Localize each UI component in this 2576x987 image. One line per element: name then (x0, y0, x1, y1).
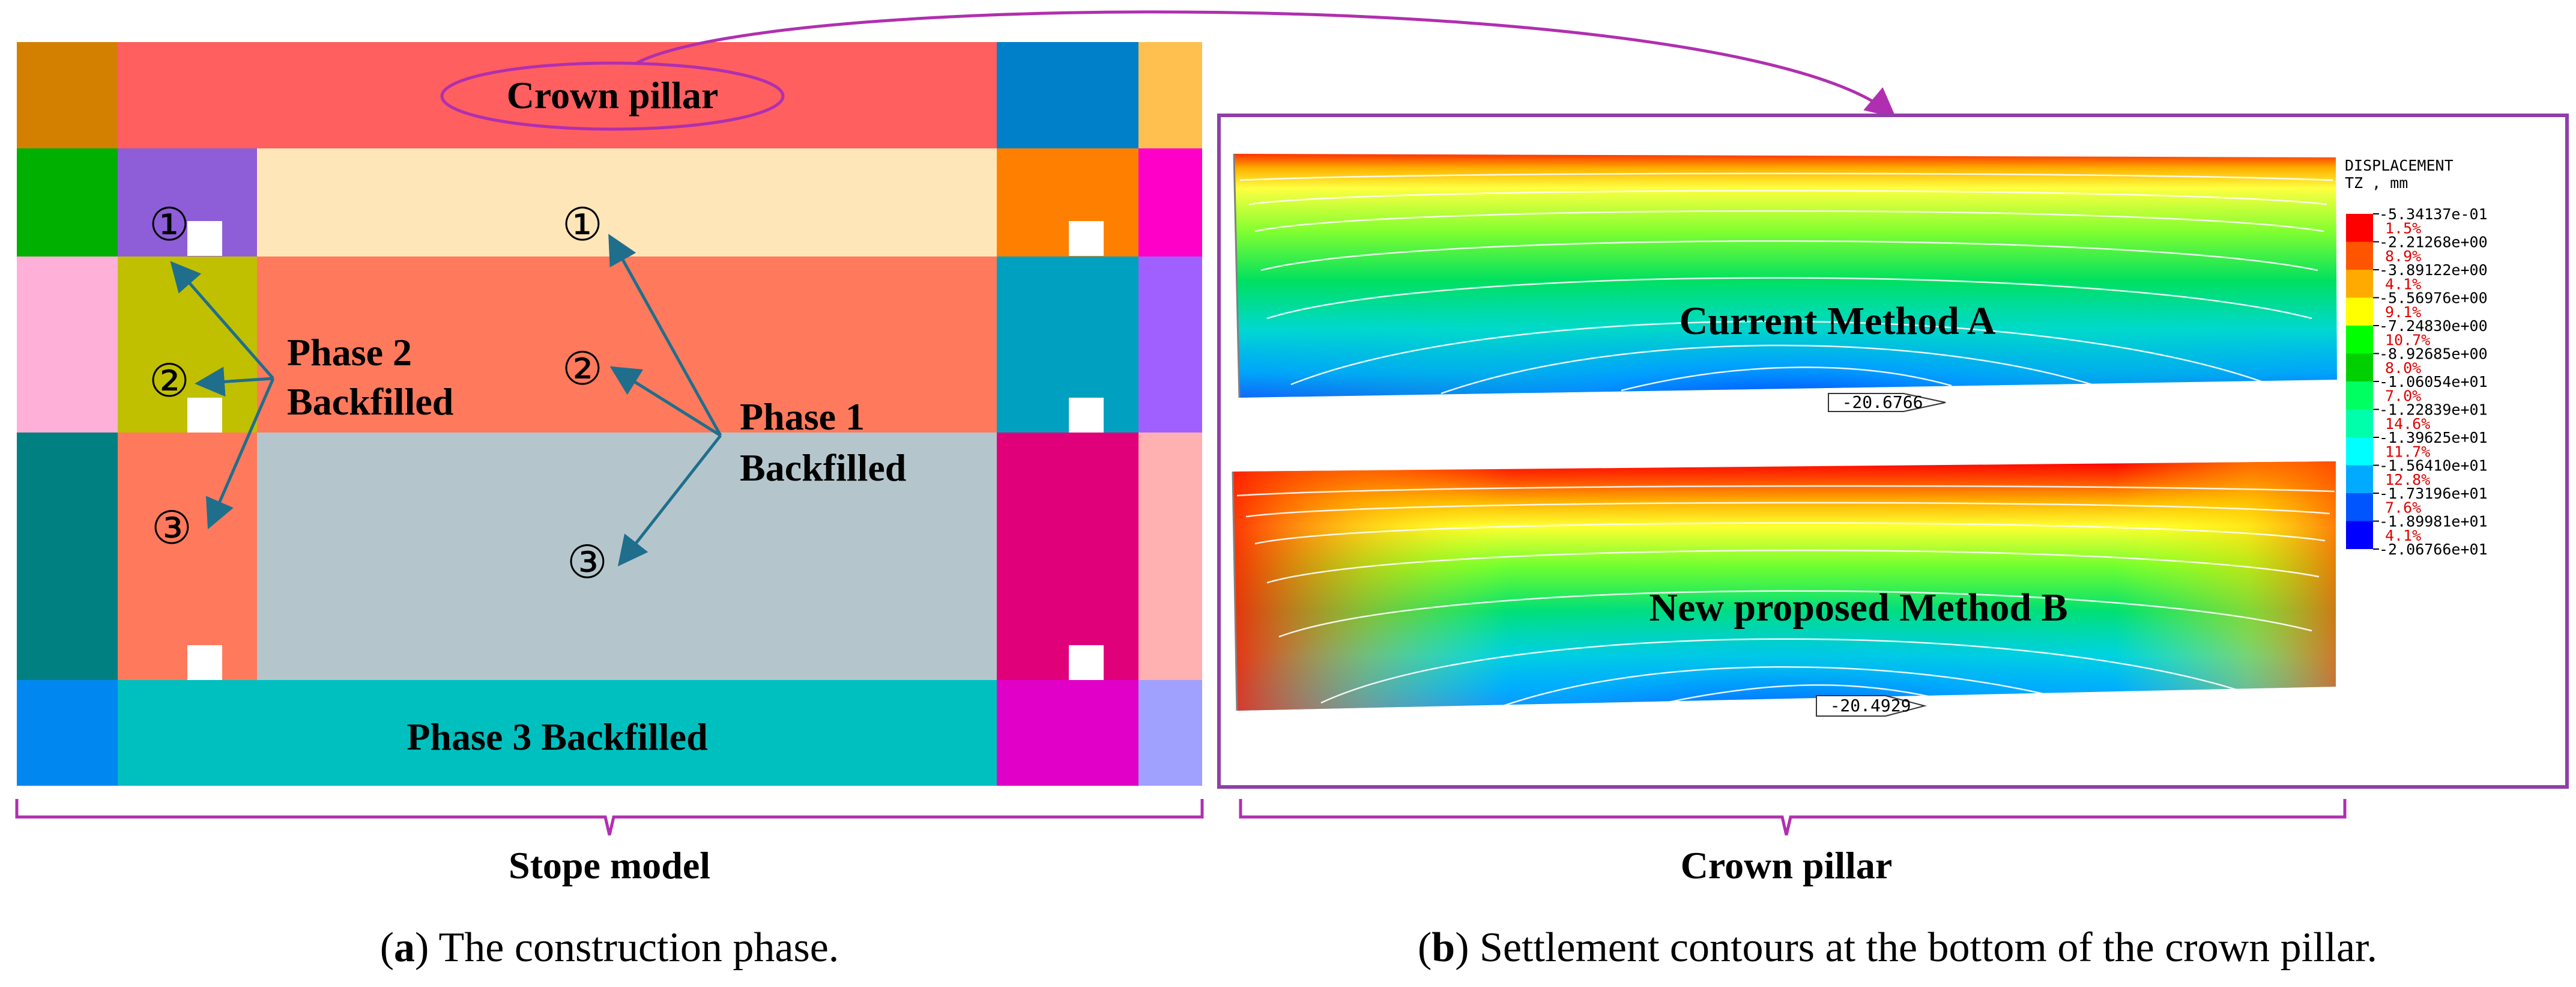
phase1-upper-block (257, 148, 997, 257)
crown-pillar-label: Crown pillar (507, 74, 719, 117)
marker-center-1: ① (562, 198, 603, 251)
legend-swatch (2346, 270, 2373, 298)
legend-value: -7.24830e+00 (2379, 317, 2488, 335)
marker-left-3: ③ (151, 501, 192, 554)
phase2-label-line1: Phase 2 (287, 331, 412, 374)
crown-pillar-bracket-label: Crown pillar (1681, 844, 1893, 887)
access-square (1069, 221, 1104, 256)
legend-value: -5.34137e-01 (2379, 205, 2488, 223)
legend-percent: 7.6% (2385, 499, 2421, 516)
stope-block (17, 42, 118, 148)
stope-block (118, 433, 257, 680)
legend-swatch (2346, 409, 2373, 437)
phase1-label-line1: Phase 1 (740, 395, 865, 438)
legend-swatch (2346, 326, 2373, 354)
marker-center-2: ② (562, 342, 603, 395)
caption-b: (b) Settlement contours at the bottom of… (1418, 925, 2377, 971)
legend-value: -1.22839e+01 (2379, 401, 2488, 419)
stope-block (1138, 680, 1202, 786)
stope-block (1138, 257, 1202, 433)
legend-value: -2.06766e+01 (2379, 541, 2488, 558)
legend-value: -1.56410e+01 (2379, 457, 2488, 475)
legend-percent: 4.1% (2385, 275, 2421, 293)
stope-model-bracket (15, 799, 1204, 836)
stope-block (1138, 148, 1202, 257)
legend-percent: 4.1% (2385, 527, 2421, 544)
access-square (1069, 645, 1104, 680)
stope-model-label: Stope model (509, 844, 710, 887)
legend-swatch (2346, 493, 2373, 521)
crown-pillar-bracket (1239, 799, 2347, 836)
stope-block (997, 42, 1138, 148)
crown-pillar-block (118, 42, 997, 148)
crown-pillar-ellipse (440, 61, 785, 131)
method-a-contour: -20.6766 (1233, 153, 2337, 412)
stope-block (997, 148, 1138, 257)
legend-value: -1.73196e+01 (2379, 485, 2488, 502)
caption-a: (a) The construction phase. (380, 925, 839, 971)
phase3-label: Phase 3 Backfilled (407, 715, 707, 758)
legend-swatch (2346, 521, 2373, 549)
legend-value: -1.89981e+01 (2379, 513, 2488, 530)
legend-swatch (2346, 381, 2373, 410)
stope-block (17, 148, 118, 257)
legend-title-line1: DISPLACEMENT (2345, 157, 2454, 174)
legend-percent: 11.7% (2385, 443, 2430, 460)
stope-block (17, 257, 118, 433)
stope-block (17, 680, 118, 786)
access-square (187, 221, 222, 256)
access-square (187, 645, 222, 680)
stope-block (997, 257, 1138, 433)
access-square (187, 398, 222, 433)
legend-percent: 9.1% (2385, 303, 2421, 321)
legend-percent: 12.8% (2385, 471, 2430, 488)
legend-value: -1.06054e+01 (2379, 373, 2488, 390)
phase1-middle-block (257, 257, 997, 433)
legend-percent: 8.0% (2385, 359, 2421, 377)
phase1-arrows (608, 234, 722, 566)
legend-values: -5.34137e-01 -2.21268e+00 -3.89122e+00 -5.5… (2373, 205, 2488, 558)
marker-left-1: ① (149, 198, 190, 251)
legend-percents: 1.5% 8.9% 4.1% 9.1% 10.7% 8.0% 7.0% 14.6% 11.7% 1… (2385, 219, 2430, 544)
legend-percent: 7.0% (2385, 387, 2421, 404)
legend-percent: 8.9% (2385, 248, 2421, 265)
method-a-min-label: -20.6766 (1842, 392, 1923, 412)
legend-value: -2.21268e+00 (2379, 234, 2488, 251)
legend-title-line2: TZ , mm (2345, 174, 2408, 192)
link-arrow (635, 10, 1896, 118)
legend-percent: 10.7% (2385, 331, 2430, 348)
legend-swatch (2346, 241, 2373, 270)
legend-swatch (2346, 437, 2373, 466)
legend-swatch (2346, 214, 2373, 242)
phase3-block (118, 680, 997, 786)
stope-model (17, 42, 1202, 786)
legend-value: -8.92685e+00 (2379, 345, 2488, 363)
phase2-label-line2: Backfilled (287, 380, 453, 423)
phase1-label-line2: Backfilled (740, 446, 906, 489)
stope-block (1138, 433, 1202, 680)
method-b-contour: -20.4929 (1232, 461, 2336, 717)
stope-block (997, 680, 1138, 786)
phase2-arrows (170, 261, 275, 530)
legend-swatches (2346, 214, 2373, 549)
marker-center-3: ③ (567, 535, 608, 589)
legend-value: -3.89122e+00 (2379, 261, 2488, 279)
legend-percent: 14.6% (2385, 415, 2430, 433)
legend-percent: 1.5% (2385, 219, 2421, 237)
legend-swatch (2346, 465, 2373, 493)
method-b-label: New proposed Method B (1649, 586, 2067, 630)
legend-value: -5.56976e+00 (2379, 290, 2488, 307)
stope-block (997, 433, 1138, 680)
legend-value: -1.39625e+01 (2379, 429, 2488, 446)
method-a-label: Current Method A (1680, 299, 1996, 343)
access-square (1069, 398, 1104, 433)
legend-swatch (2346, 353, 2373, 381)
marker-left-2: ② (149, 354, 190, 407)
stope-block (1138, 42, 1202, 148)
stope-block (17, 433, 118, 680)
method-b-min-label: -20.4929 (1830, 696, 1911, 715)
legend-swatch (2346, 297, 2373, 326)
